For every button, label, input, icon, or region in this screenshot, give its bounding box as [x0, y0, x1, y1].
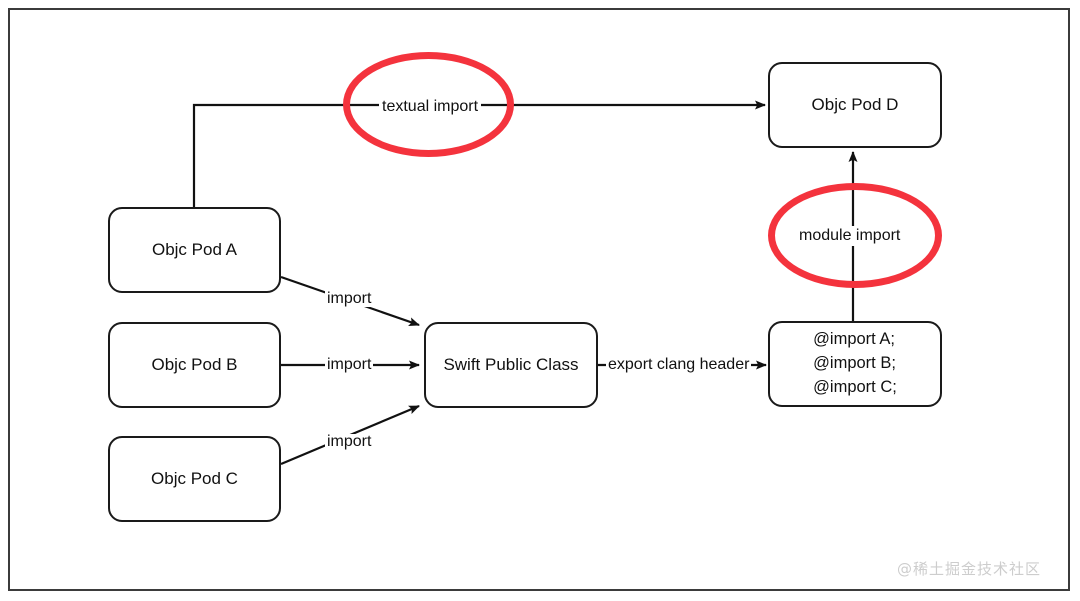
node-swift-public-class[interactable]: Swift Public Class [424, 322, 598, 408]
edge-pod-a-to-pod-d [192, 100, 766, 207]
edge-label-import-c: import [325, 433, 374, 450]
edge-label-text: textual import [382, 98, 479, 115]
edge-label-import-a: import [325, 290, 374, 307]
node-label: Objc Pod A [151, 239, 238, 259]
node-label: Objc Pod C [151, 468, 238, 488]
node-label: Objc Pod B [151, 354, 238, 374]
node-objc-pod-a[interactable]: Objc Pod A [108, 207, 281, 293]
edge-label-text: export clang header [608, 356, 750, 373]
node-objc-pod-c[interactable]: Objc Pod C [108, 436, 281, 522]
node-objc-pod-d[interactable]: Objc Pod D [768, 62, 942, 148]
node-objc-pod-b[interactable]: Objc Pod B [108, 322, 281, 408]
node-label: Swift Public Class [443, 354, 579, 374]
edge-label-text: import [327, 290, 372, 307]
annotation-ellipse-textual-import [343, 52, 514, 157]
node-label: Objc Pod D [811, 94, 899, 114]
annotation-ellipse-module-import [768, 183, 942, 288]
edge-label-text: import [327, 356, 372, 373]
edge-label-textual-import: textual import [379, 97, 482, 117]
edge-label-import-b: import [325, 356, 374, 373]
edge-label-module-import: module import [796, 226, 904, 246]
node-import-list[interactable]: @import A; @import B; @import C; [768, 321, 942, 407]
node-label: @import A; @import B; @import C; [813, 330, 897, 396]
edge-label-export-clang-header: export clang header [606, 356, 752, 373]
edge-label-text: module import [799, 227, 901, 244]
watermark: @稀土掘金技术社区 [897, 560, 1042, 578]
edge-label-text: import [327, 433, 372, 450]
